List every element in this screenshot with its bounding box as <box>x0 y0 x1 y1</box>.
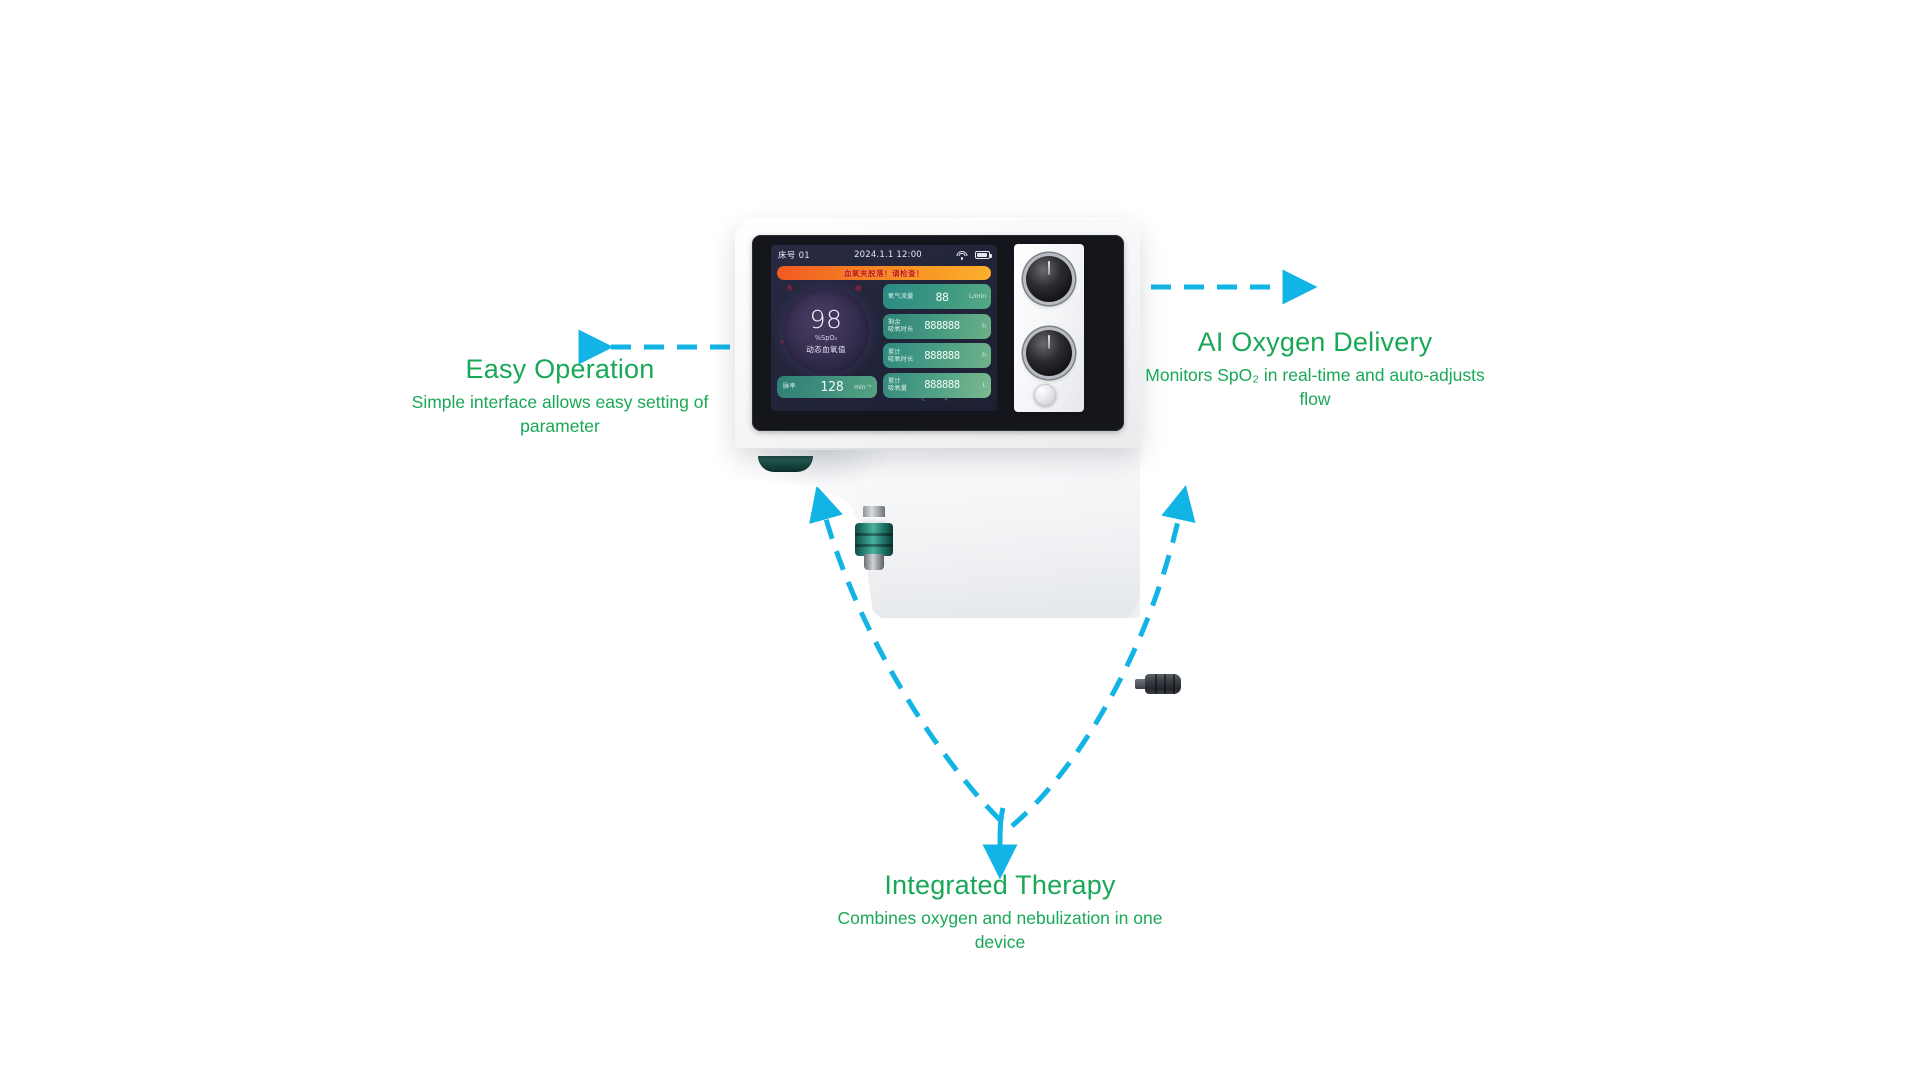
callout-title: Easy Operation <box>465 354 655 384</box>
status-bar: 床号 01 2024.1.1 12:00 <box>771 245 997 265</box>
barbed-nozzle-port <box>1135 673 1181 695</box>
parameter-unit: h <box>982 352 986 360</box>
round-button[interactable] <box>1034 384 1056 406</box>
lcd-footer: ☾ ✕ <box>771 391 997 409</box>
arrow-bottom-stem <box>982 807 1018 880</box>
wifi-icon <box>956 250 967 260</box>
parameter-unit: h <box>982 322 986 330</box>
parameter-value: 888888 <box>924 349 960 362</box>
callout-description: Simple interface allows easy setting of … <box>411 392 709 436</box>
rotary-knob-top[interactable] <box>1026 256 1072 302</box>
parameter-unit: L/min <box>969 293 987 300</box>
close-icon[interactable]: ✕ <box>943 395 949 403</box>
spo2-value: 98 <box>809 305 843 334</box>
arrow-bottom-right <box>1010 485 1196 828</box>
spo2-label: 动态血氧值 <box>806 345 846 354</box>
spo2-unit: %SpO₂ <box>814 334 838 342</box>
callout-title: AI Oxygen Delivery <box>1197 327 1433 357</box>
lcd-main-area: 98 %SpO₂ 动态血氧值 脉率 128 min⁻¹ 氧气流量 88 <box>777 284 991 398</box>
parameter-card[interactable]: 累计 吸氧量 888888 L <box>883 372 991 398</box>
battery-icon <box>975 251 992 259</box>
bed-number-label: 床号 01 <box>778 251 811 261</box>
callout-description: Combines oxygen and nebulization in one … <box>837 908 1163 952</box>
pulse-rate-name: 脉率 <box>783 383 796 391</box>
lcd-screen[interactable]: 床号 01 2024.1.1 12:00 血氧夹脱落！请检查！ <box>771 245 997 411</box>
oxygen-device: 床号 01 2024.1.1 12:00 血氧夹脱落！请检查！ <box>735 218 1181 694</box>
callout-description: Monitors SpO₂ in real-time and auto-adju… <box>1145 365 1485 409</box>
parameter-name: 累计 吸氧时长 <box>888 348 914 363</box>
parameter-value: 88 <box>935 289 949 304</box>
parameter-name: 累计 吸氧量 <box>888 378 908 393</box>
pulse-rate-value: 128 <box>820 379 844 395</box>
parameter-card-list: 氧气流量 88 L/min 剩余 吸氧时长 888888 h 累计 吸氧时长 8… <box>883 284 991 398</box>
callout-easy-operation: Easy Operation Simple interface allows e… <box>400 352 720 438</box>
decor-dot <box>787 285 793 291</box>
status-icons <box>956 250 992 260</box>
moon-icon[interactable]: ☾ <box>921 394 929 403</box>
parameter-value: 888888 <box>924 379 960 392</box>
parameter-unit: L <box>982 381 986 389</box>
teal-knurled-connector <box>852 506 896 574</box>
screen-bezel: 床号 01 2024.1.1 12:00 血氧夹脱落！请检查！ <box>752 235 1124 431</box>
parameter-card[interactable]: 累计 吸氧时长 888888 h <box>883 343 991 369</box>
decor-dot <box>855 285 862 292</box>
decor-dot <box>780 340 784 344</box>
teal-vent <box>758 456 813 472</box>
callout-integrated-therapy: Integrated Therapy Combines oxygen and n… <box>830 868 1170 954</box>
rotary-knob-bottom[interactable] <box>1026 330 1072 376</box>
parameter-name: 剩余 吸氧时长 <box>888 318 914 334</box>
callout-ai-oxygen-delivery: AI Oxygen Delivery Monitors SpO₂ in real… <box>1140 325 1490 411</box>
datetime-label: 2024.1.1 12:00 <box>854 250 922 260</box>
parameter-card[interactable]: 氧气流量 88 L/min <box>883 284 991 309</box>
alert-banner: 血氧夹脱落！请检查！ <box>777 266 991 280</box>
pulse-rate-unit: min⁻¹ <box>854 383 872 391</box>
arrow-bottom-left <box>809 485 1002 822</box>
control-panel <box>1014 244 1084 412</box>
pulse-rate-card[interactable]: 脉率 128 min⁻¹ <box>777 376 877 398</box>
parameter-name: 氧气流量 <box>888 292 914 300</box>
spo2-panel[interactable]: 98 %SpO₂ 动态血氧值 <box>777 284 877 374</box>
spo2-gauge: 98 %SpO₂ 动态血氧值 <box>783 288 869 374</box>
callout-title: Integrated Therapy <box>884 870 1116 900</box>
parameter-card[interactable]: 剩余 吸氧时长 888888 h <box>883 313 991 339</box>
parameter-value: 888888 <box>924 320 960 333</box>
